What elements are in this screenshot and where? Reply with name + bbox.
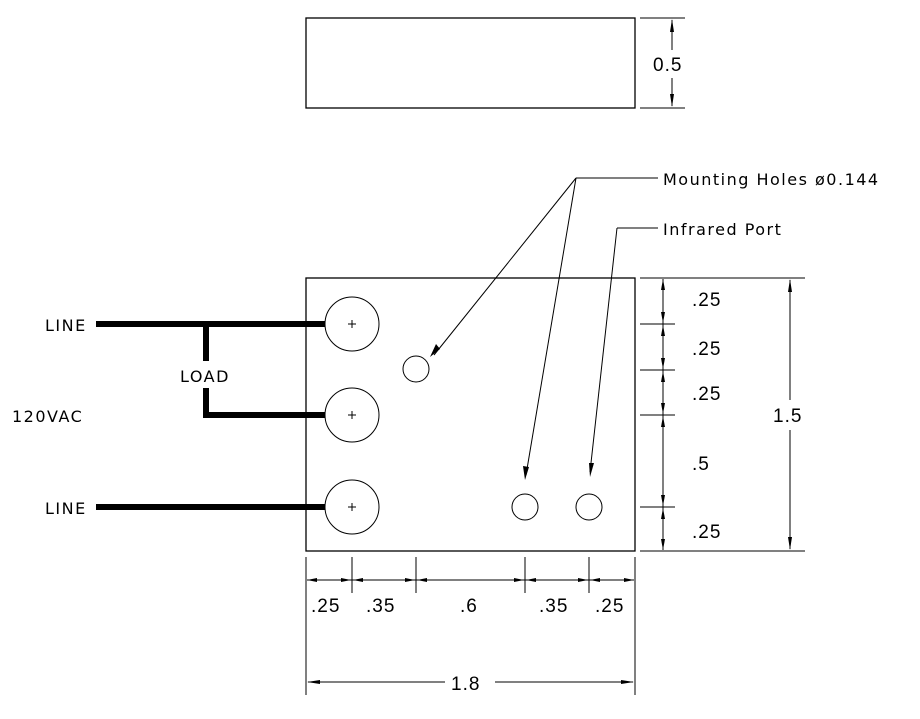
arrow-right-icon: [405, 578, 415, 582]
arrow-left-icon: [307, 680, 320, 684]
callouts: Mounting Holes ø0.144 Infrared Port: [430, 170, 880, 480]
load-label: LOAD: [180, 367, 230, 386]
vertical-dim-3: .25: [692, 384, 721, 405]
leader-line-mounting-hole-2: [525, 177, 577, 476]
arrow-down-icon: [661, 312, 665, 323]
arrow-down-icon: [661, 495, 665, 506]
horizontal-dim-3: .6: [460, 596, 478, 617]
vertical-total-label: 1.5: [773, 406, 802, 427]
arrow-right-icon: [578, 578, 588, 582]
arrow-left-icon: [590, 578, 600, 582]
side-view: 0.5: [305, 17, 685, 109]
arrow-up-icon: [661, 508, 665, 519]
arrow-left-icon: [307, 578, 317, 582]
mounting-hole: [511, 493, 539, 521]
arrow-right-icon: [341, 578, 351, 582]
horizontal-dim-2: .35: [366, 596, 395, 617]
arrow-down-icon: [661, 539, 665, 550]
wiring: LINE LINE LOAD 120VAC: [12, 316, 325, 518]
top-view: [305, 277, 636, 552]
vertical-dim-2: .25: [692, 339, 721, 360]
arrow-up-icon: [661, 325, 665, 336]
horizontal-dim-5: .25: [595, 596, 624, 617]
load-wire-lower: [203, 388, 325, 418]
arrow-up-icon: [670, 19, 674, 32]
arrow-icon: [430, 344, 440, 357]
arrow-down-icon: [661, 358, 665, 369]
arrow-icon: [523, 466, 529, 480]
side-view-outline: [305, 17, 636, 109]
vertical-dimensions: .25 .25 .25 .5 .25 1.5: [640, 277, 805, 552]
voltage-label: 120VAC: [12, 407, 83, 426]
vertical-dim-4: .5: [692, 454, 710, 475]
terminal-2: [324, 387, 380, 443]
terminal-3: [324, 479, 380, 535]
arrow-right-icon: [621, 680, 634, 684]
horizontal-dim-1: .25: [311, 596, 340, 617]
horizontal-dim-4: .35: [539, 596, 568, 617]
arrow-up-icon: [661, 279, 665, 290]
arrow-icon: [589, 463, 594, 477]
arrow-down-icon: [670, 94, 674, 107]
infrared-port: [575, 493, 603, 521]
infrared-port-callout: Infrared Port: [663, 220, 782, 239]
leader-line-mounting-hole-1: [433, 177, 577, 356]
arrow-up-icon: [661, 416, 665, 427]
vertical-dim-1: .25: [692, 290, 721, 311]
arrow-right-icon: [514, 578, 524, 582]
mounting-hole: [402, 355, 430, 383]
horizontal-arrows: [307, 578, 634, 582]
arrow-up-icon: [661, 371, 665, 382]
vertical-arrows: [661, 279, 665, 550]
line-label-bottom: LINE: [45, 499, 87, 518]
arrow-left-icon: [353, 578, 363, 582]
terminal-1: [324, 296, 380, 352]
horizontal-dimensions: .25 .35 .6 .35 .25 1.8: [305, 557, 636, 695]
vertical-dim-5: .25: [692, 522, 721, 543]
horizontal-total-label: 1.8: [451, 674, 480, 695]
arrow-right-icon: [624, 578, 634, 582]
arrow-down-icon: [788, 537, 792, 550]
line-label-top: LINE: [45, 316, 87, 335]
arrow-down-icon: [661, 403, 665, 414]
arrow-left-icon: [417, 578, 427, 582]
leader-line-infrared-port: [589, 227, 618, 473]
mounting-holes-callout: Mounting Holes ø0.144: [663, 170, 880, 189]
arrow-up-icon: [788, 279, 792, 292]
arrow-left-icon: [526, 578, 536, 582]
side-height-label: 0.5: [653, 55, 682, 76]
